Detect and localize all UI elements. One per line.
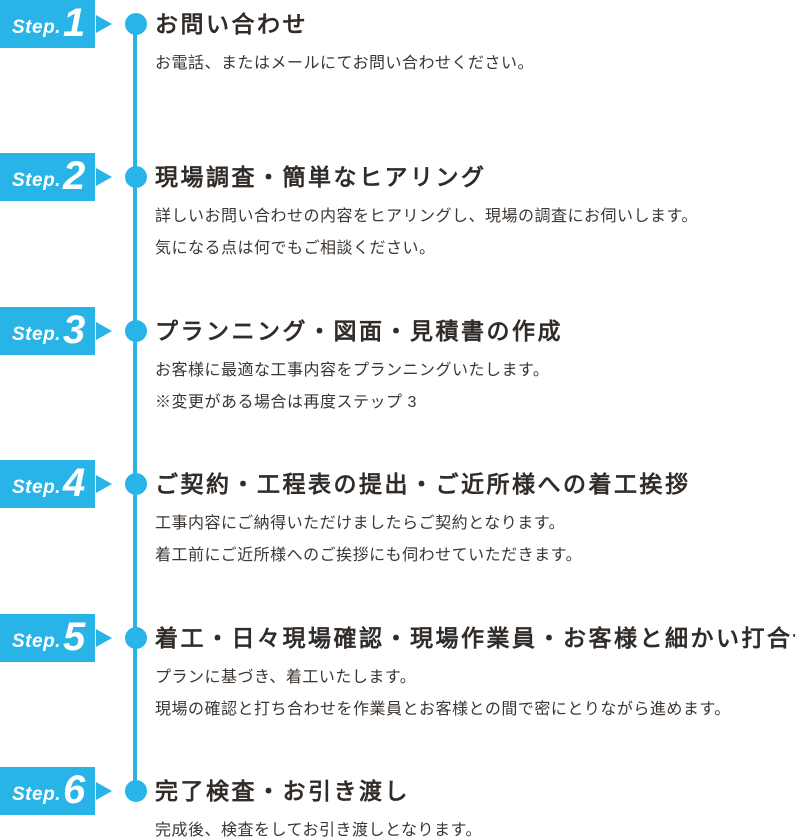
step-row-1: Step. 1 お問い合わせ お電話、またはメールにてお問い合わせください。 [0,0,795,153]
step-content: 完了検査・お引き渡し 完成後、検査をしてお引き渡しとなります。 [155,767,795,837]
step-title: 着工・日々現場確認・現場作業員・お客様と細かい打合せ [155,625,795,651]
step-description: 完成後、検査をしてお引き渡しとなります。 [155,815,795,837]
step-badge-prefix: Step. [12,631,61,652]
step-badge-prefix: Step. [12,17,61,38]
step-description-line: 詳しいお問い合わせの内容をヒアリングし、現場の調査にお伺いします。 [155,208,698,225]
step-description: お電話、またはメールにてお問い合わせください。 [155,48,795,80]
step-content: ご契約・工程表の提出・ご近所様への着工挨拶 工事内容にご納得いただけましたらご契… [155,460,795,572]
step-title: お問い合わせ [155,11,308,37]
step-badge: Step. 2 [0,153,95,201]
step-description-line: 着工前にご近所様へのご挨拶にも伺わせていただきます。 [155,547,583,564]
step-badge-prefix: Step. [12,324,61,345]
step-row-6: Step. 6 完了検査・お引き渡し 完成後、検査をしてお引き渡しとなります。 [0,767,795,837]
step-badge-number: 1 [62,1,86,45]
arrow-right-icon [96,15,112,33]
step-description: 工事内容にご納得いただけましたらご契約となります。 着工前にご近所様へのご挨拶に… [155,508,795,572]
step-badge-prefix: Step. [12,477,61,498]
step-description: 詳しいお問い合わせの内容をヒアリングし、現場の調査にお伺いします。 気になる点は… [155,201,795,265]
step-badge-number: 2 [62,154,86,198]
step-badge: Step. 6 [0,767,95,815]
timeline-dot [125,780,147,802]
step-badge-number: 5 [62,615,86,659]
step-badge: Step. 1 [0,0,95,48]
step-badge-number: 3 [62,308,86,352]
step-badge-number: 4 [62,461,86,505]
arrow-right-icon [96,629,112,647]
timeline-dot [125,627,147,649]
step-content: 着工・日々現場確認・現場作業員・お客様と細かい打合せ プランに基づき、着工いたし… [155,614,795,726]
step-row-2: Step. 2 現場調査・簡単なヒアリング 詳しいお問い合わせの内容をヒアリング… [0,153,795,306]
step-description-line: ※変更がある場合は再度ステップ 3 [155,394,417,411]
step-description: お客様に最適な工事内容をプランニングいたします。 ※変更がある場合は再度ステップ… [155,355,795,419]
step-badge: Step. 4 [0,460,95,508]
arrow-right-icon [96,782,112,800]
timeline-dot [125,13,147,35]
step-badge-prefix: Step. [12,170,61,191]
step-description-line: 現場の確認と打ち合わせを作業員とお客様との間で密にとりながら進めます。 [155,701,731,718]
step-content: お問い合わせ お電話、またはメールにてお問い合わせください。 [155,0,795,80]
step-description-line: 工事内容にご納得いただけましたらご契約となります。 [155,515,566,532]
step-description-line: 完成後、検査をしてお引き渡しとなります。 [155,822,482,837]
arrow-right-icon [96,475,112,493]
timeline-dot [125,320,147,342]
step-content: 現場調査・簡単なヒアリング 詳しいお問い合わせの内容をヒアリングし、現場の調査に… [155,153,795,265]
step-badge-prefix: Step. [12,784,61,805]
step-description: プランに基づき、着工いたします。 現場の確認と打ち合わせを作業員とお客様との間で… [155,662,795,726]
step-badge-number: 6 [62,768,86,812]
arrow-right-icon [96,168,112,186]
step-content: プランニング・図面・見積書の作成 お客様に最適な工事内容をプランニングいたします… [155,307,795,419]
step-description-line: 気になる点は何でもご相談ください。 [155,240,436,257]
step-title: 現場調査・簡単なヒアリング [155,164,487,190]
step-title: プランニング・図面・見積書の作成 [155,318,563,344]
arrow-right-icon [96,322,112,340]
timeline-dot [125,473,147,495]
step-row-4: Step. 4 ご契約・工程表の提出・ご近所様への着工挨拶 工事内容にご納得いた… [0,460,795,613]
step-description-line: プランに基づき、着工いたします。 [155,669,417,686]
step-badge: Step. 3 [0,307,95,355]
step-badge: Step. 5 [0,614,95,662]
step-row-3: Step. 3 プランニング・図面・見積書の作成 お客様に最適な工事内容をプラン… [0,307,795,460]
step-row-5: Step. 5 着工・日々現場確認・現場作業員・お客様と細かい打合せ プランに基… [0,614,795,767]
timeline-dot [125,166,147,188]
step-description-line: お電話、またはメールにてお問い合わせください。 [155,55,535,72]
timeline-line [133,24,137,791]
step-description-line: お客様に最適な工事内容をプランニングいたします。 [155,362,550,379]
step-title: ご契約・工程表の提出・ご近所様への着工挨拶 [155,471,691,497]
step-title: 完了検査・お引き渡し [155,778,410,804]
